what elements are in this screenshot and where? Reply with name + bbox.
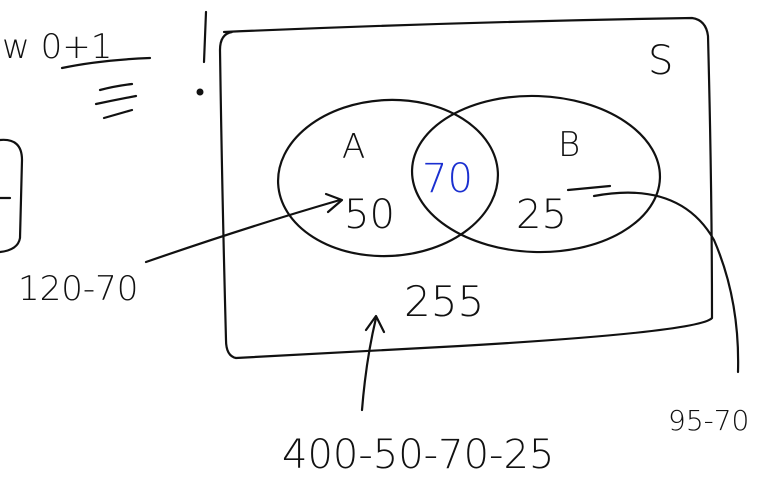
only-a-calc: 120-70 bbox=[18, 269, 138, 309]
arrow-to-only-a-head bbox=[324, 192, 344, 214]
region-only-a-value: 50 bbox=[344, 192, 395, 238]
region-only-b-value: 25 bbox=[516, 192, 567, 238]
partial-box-left bbox=[0, 138, 24, 254]
left-edge-fragments: w 0+1 bbox=[0, 10, 208, 254]
partial-text-left: w 0+1 bbox=[2, 27, 112, 67]
region-intersection-value: 70 bbox=[422, 156, 473, 202]
connector-only-b bbox=[592, 191, 740, 374]
set-a-label: A bbox=[342, 127, 365, 167]
set-b-label: B bbox=[558, 125, 580, 165]
universe-rectangle bbox=[218, 16, 714, 360]
only-b-crossout-top bbox=[566, 184, 612, 192]
dot-mark bbox=[196, 88, 204, 96]
arrow-to-only-a bbox=[144, 198, 342, 264]
universe-label: S bbox=[648, 38, 673, 84]
arrow-to-outside-head bbox=[364, 314, 386, 334]
arrow-to-outside bbox=[360, 316, 378, 412]
region-outside-value: 255 bbox=[404, 277, 484, 326]
equal-stroke-1 bbox=[98, 82, 134, 92]
underline-stroke bbox=[60, 56, 152, 70]
set-a-circle bbox=[276, 98, 500, 258]
equal-stroke-2 bbox=[94, 94, 138, 106]
set-b-circle bbox=[410, 94, 662, 254]
vertical-divider bbox=[202, 10, 208, 64]
outside-calc: 400-50-70-25 bbox=[282, 432, 554, 478]
only-b-calc: 95-70 bbox=[668, 404, 749, 437]
equal-stroke-3 bbox=[102, 108, 134, 120]
